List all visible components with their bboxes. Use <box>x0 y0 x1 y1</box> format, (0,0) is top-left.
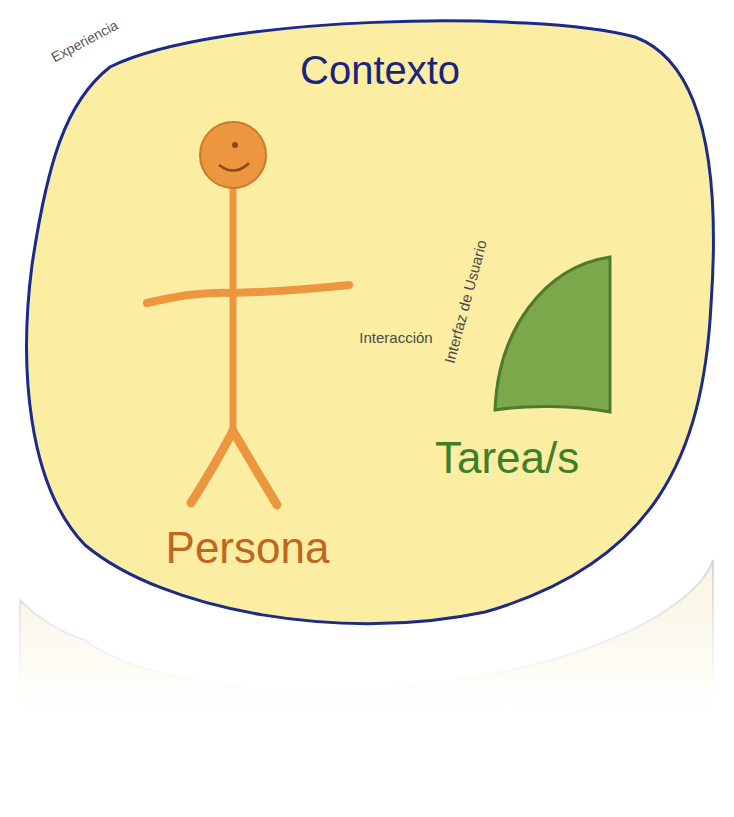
user-interface: Interfaz de UsuarioTarea/s <box>432 205 610 497</box>
node-outline <box>135 115 360 585</box>
person-figure: Persona <box>135 115 360 585</box>
context-blob <box>27 21 714 624</box>
context-title: Contexto <box>300 47 460 93</box>
interface-label: Interfaz de Usuario <box>440 239 489 366</box>
node-outline <box>15 5 720 627</box>
context-region: ExperienciaContextoPersona Interfaz de Us… <box>15 5 720 627</box>
task-label: Tarea/s <box>435 433 579 484</box>
interface-shape <box>495 257 610 412</box>
experience-label: Experiencia <box>49 17 121 66</box>
edge-label: Interacción <box>356 329 435 347</box>
person-label: Persona <box>166 523 330 574</box>
stick-figure <box>147 122 349 505</box>
